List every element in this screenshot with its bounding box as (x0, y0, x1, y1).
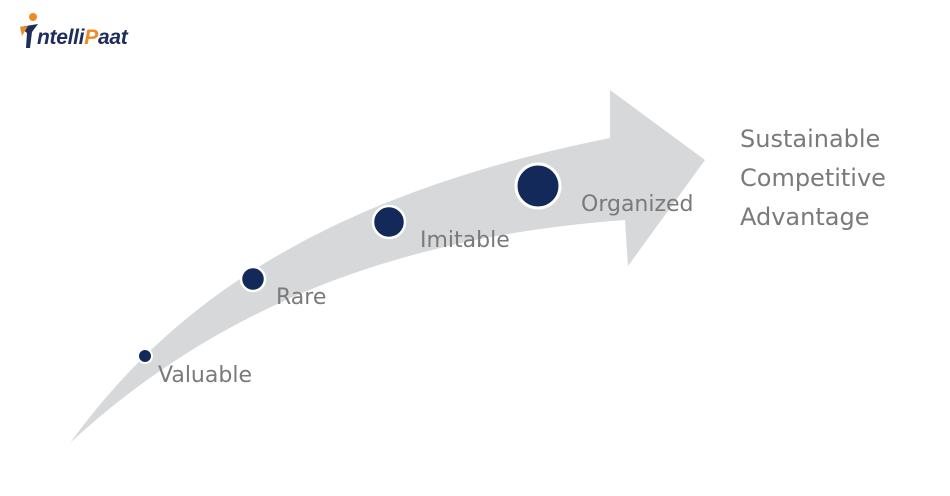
stage-dot-organized (514, 162, 562, 210)
logo-text: ntelliPaat (37, 26, 128, 49)
goal-label: Sustainable Competitive Advantage (740, 120, 886, 237)
growth-arrow (70, 90, 705, 443)
stage-dot-valuable (137, 348, 153, 364)
logo-figure-icon (20, 13, 38, 48)
stage-label-valuable: Valuable (158, 363, 252, 388)
stage-dot-imitable (371, 204, 407, 240)
brand-logo: ntelliPaat (18, 12, 128, 50)
stage-dot-rare (239, 265, 267, 293)
stage-label-organized: Organized (581, 192, 694, 217)
stage-label-rare: Rare (276, 285, 327, 310)
goal-line: Sustainable (740, 125, 881, 153)
goal-line: Competitive (740, 164, 886, 192)
goal-line: Advantage (740, 203, 870, 231)
stage-label-imitable: Imitable (420, 228, 510, 253)
